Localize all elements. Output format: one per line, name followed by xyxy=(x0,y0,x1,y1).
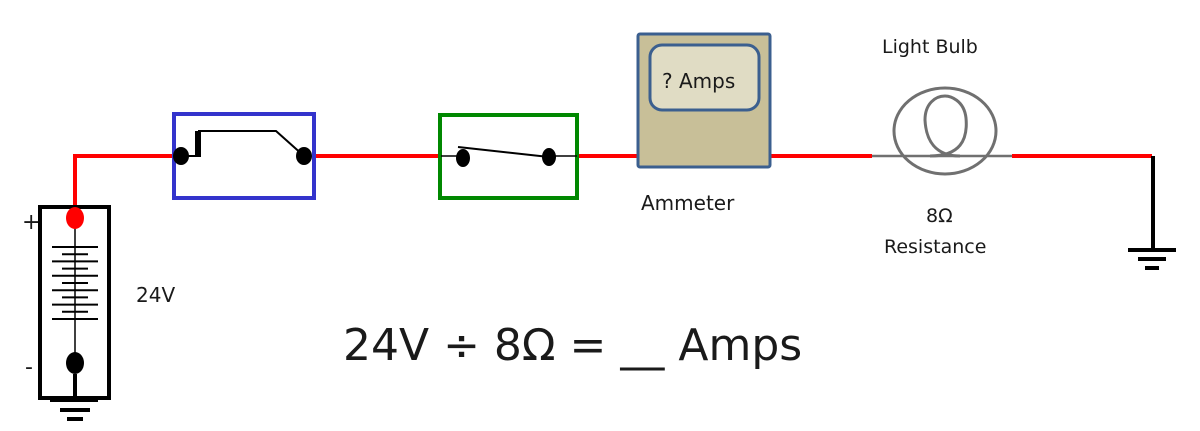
switch-terminal-left xyxy=(456,149,470,167)
wires xyxy=(73,154,1152,215)
battery: + - 24V xyxy=(22,205,175,421)
battery-cells xyxy=(52,246,98,320)
ammeter-reading: ? Amps xyxy=(662,69,735,93)
bulb-filament xyxy=(923,94,968,158)
battery-negative-terminal xyxy=(66,352,84,374)
ground-icon-battery xyxy=(50,398,98,421)
bulb-resistance-value: 8Ω xyxy=(926,205,953,227)
ammeter-label: Ammeter xyxy=(641,191,735,215)
breaker-terminal-left xyxy=(173,147,189,165)
bulb-title: Light Bulb xyxy=(882,36,978,58)
ammeter-display xyxy=(648,43,761,112)
ammeter: ? Amps Ammeter xyxy=(636,32,772,215)
battery-plus-sign: + xyxy=(22,210,40,235)
breaker-box xyxy=(172,112,316,200)
bulb-glass xyxy=(892,86,998,176)
ground-icon-right xyxy=(1128,156,1176,270)
light-bulb: Light Bulb 8Ω Resistance xyxy=(872,36,1012,258)
circuit-breaker[interactable] xyxy=(172,112,316,200)
switch-terminal-right xyxy=(542,148,556,166)
battery-voltage-label: 24V xyxy=(136,283,175,307)
breaker-terminal-right xyxy=(296,147,312,165)
battery-positive-terminal xyxy=(66,207,84,229)
wire-battery-to-breaker xyxy=(73,154,180,215)
battery-minus-sign: - xyxy=(25,355,33,380)
switch[interactable] xyxy=(438,113,579,200)
bulb-resistance-label: Resistance xyxy=(884,236,986,258)
ohms-law-equation: 24V ÷ 8Ω = __ Amps xyxy=(343,320,802,371)
